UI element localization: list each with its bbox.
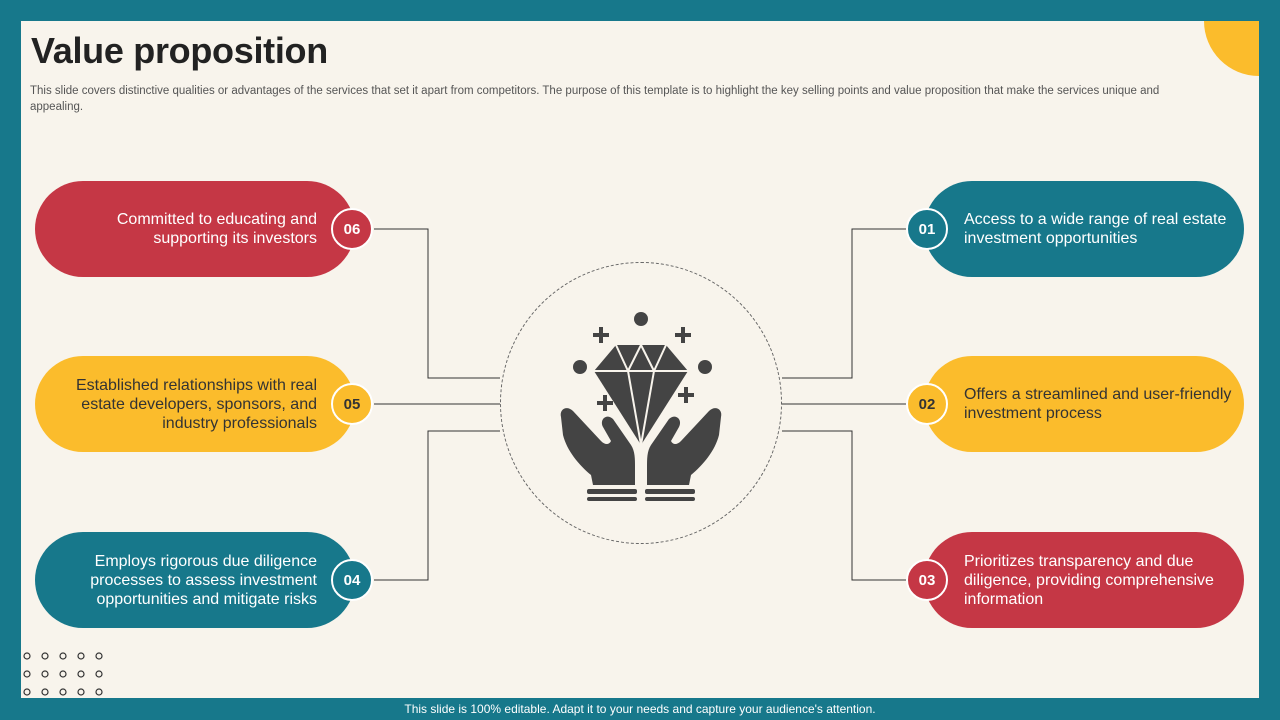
value-item-04: Employs rigorous due diligence processes… [35, 532, 355, 628]
footer-note: This slide is 100% editable. Adapt it to… [404, 702, 876, 716]
slide: Value proposition This slide covers dist… [21, 21, 1259, 698]
value-item-06-text: Committed to educating and supporting it… [116, 211, 317, 247]
value-item-02: Offers a streamlined and user-friendly i… [924, 356, 1244, 452]
center-dashed-circle [500, 262, 782, 544]
value-item-04-badge: 04 [331, 559, 373, 601]
value-item-06: Committed to educating and supporting it… [35, 181, 355, 277]
value-item-02-badge: 02 [906, 383, 948, 425]
page-title: Value proposition [31, 30, 328, 71]
connector-04 [374, 430, 500, 581]
diamond-in-hands-icon [560, 312, 722, 501]
connector-06 [374, 228, 500, 379]
value-item-03: Prioritizes transparency and due diligen… [924, 532, 1244, 628]
page-subtitle: This slide covers distinctive qualities … [30, 85, 1160, 113]
value-item-03-text: Prioritizes transparency and due diligen… [964, 552, 1214, 608]
value-item-05: Established relationships with real esta… [35, 356, 355, 452]
value-item-05-badge: 05 [331, 383, 373, 425]
value-item-01-text: Access to a wide range of real estate in… [964, 211, 1227, 247]
value-item-01: Access to a wide range of real estate in… [924, 181, 1244, 277]
connector-lines [374, 228, 906, 581]
connector-01 [782, 228, 906, 379]
value-item-02-text: Offers a streamlined and user-friendly i… [964, 386, 1232, 422]
connector-03 [782, 430, 906, 581]
value-item-05-text: Established relationships with real esta… [75, 376, 317, 432]
decorative-dots [23, 652, 103, 696]
value-item-03-badge: 03 [906, 559, 948, 601]
value-item-06-badge: 06 [331, 208, 373, 250]
value-item-01-badge: 01 [906, 208, 948, 250]
value-item-04-text: Employs rigorous due diligence processes… [90, 552, 317, 608]
